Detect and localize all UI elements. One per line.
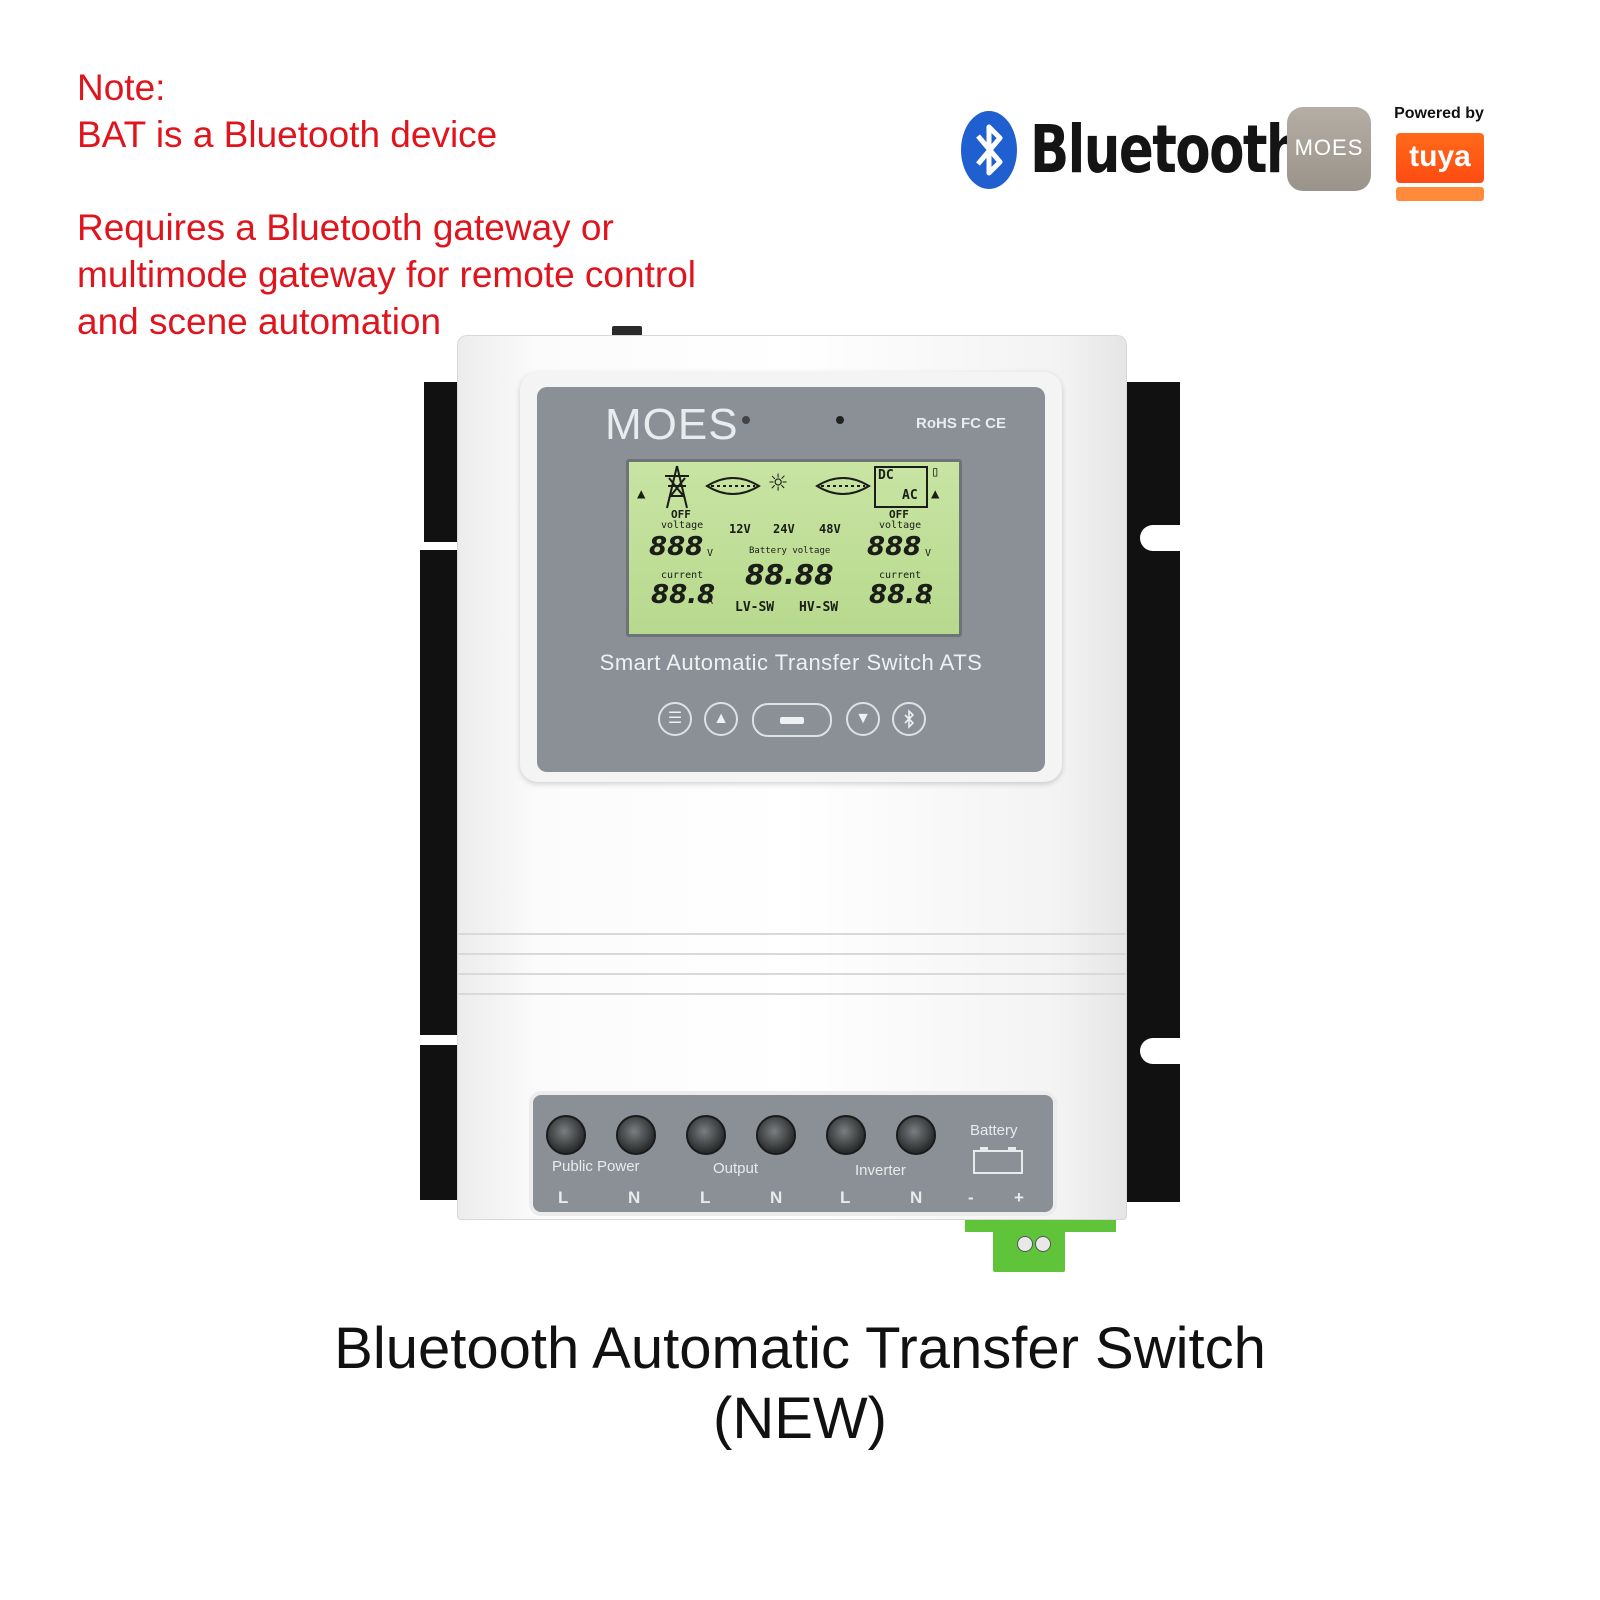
pin-label: N bbox=[770, 1188, 783, 1207]
indicator-led bbox=[742, 416, 750, 424]
lcd-left-amp-unit: A bbox=[707, 596, 714, 607]
warning-right-icon: ▲ bbox=[931, 486, 940, 502]
note-line-bluetooth-device: BAT is a Bluetooth device bbox=[77, 114, 498, 155]
lcd-left-volt-unit: V bbox=[707, 548, 714, 559]
enter-button[interactable] bbox=[752, 703, 832, 737]
dc-ac-box: DC AC bbox=[874, 466, 928, 508]
lcd-right-current-value: 88.8 bbox=[869, 580, 934, 610]
lcd-left-voltage-value: 888 bbox=[649, 532, 704, 562]
case-grooves bbox=[457, 915, 1127, 1005]
lcd-left-status: OFF bbox=[671, 508, 691, 521]
screw-public-n bbox=[616, 1115, 656, 1155]
lcd-left-current-value: 88.8 bbox=[651, 580, 716, 610]
product-caption-line2: (NEW) bbox=[713, 1386, 887, 1451]
note-line-automation: and scene automation bbox=[77, 301, 442, 342]
right-mounting-rail bbox=[1122, 382, 1180, 1202]
power-tower-icon bbox=[665, 465, 689, 509]
terminal-block bbox=[533, 1095, 1053, 1212]
lcd-battery-voltage-value: 88.88 bbox=[745, 558, 834, 591]
tuya-logo: tuya bbox=[1396, 133, 1484, 183]
screw-output-l bbox=[686, 1115, 726, 1155]
moes-app-icon: MOES bbox=[1287, 107, 1371, 191]
rail-slot-upper bbox=[1140, 525, 1180, 551]
lcd-12v: 12V bbox=[729, 522, 751, 536]
triangle-down-icon: ▼ bbox=[855, 710, 871, 727]
lcd-ac-label: AC bbox=[902, 488, 918, 503]
lcd-right-voltage-label: voltage bbox=[879, 520, 922, 531]
flow-arrow-right-icon bbox=[815, 477, 871, 495]
left-mounting-rail-middle bbox=[420, 550, 462, 1035]
bluetooth-icon bbox=[961, 111, 1017, 189]
tuya-logo-bar bbox=[1396, 187, 1484, 201]
lcd-battery-volt-unit: V bbox=[825, 576, 832, 587]
lcd-hv-sw: HV-SW bbox=[799, 600, 839, 615]
certification-marks: RoHS FC CE bbox=[916, 415, 1006, 432]
bulb-icon: ☼ bbox=[769, 466, 788, 501]
menu-icon: ☰ bbox=[667, 710, 683, 727]
note-line-gateway: Requires a Bluetooth gateway or bbox=[77, 207, 614, 248]
lcd-dc-label: DC bbox=[878, 468, 894, 483]
warning-left-icon: ▲ bbox=[637, 486, 646, 502]
note-heading: Note: bbox=[77, 67, 166, 108]
bluetooth-wordmark: Bluetooth bbox=[1030, 111, 1303, 188]
terminal-label-battery: Battery bbox=[970, 1122, 1018, 1139]
terminal-label-inverter: Inverter bbox=[855, 1162, 906, 1179]
lcd-24v: 24V bbox=[773, 522, 795, 536]
pin-label: + bbox=[1014, 1188, 1024, 1207]
pin-label: N bbox=[628, 1188, 641, 1207]
connector-screw-right bbox=[1035, 1236, 1051, 1252]
sensor-hole bbox=[836, 416, 844, 424]
lcd-battery-voltage-label: Battery voltage bbox=[749, 546, 831, 556]
up-button[interactable]: ▲ bbox=[704, 702, 738, 736]
pin-label: N bbox=[910, 1188, 923, 1207]
terminal-label-public-power: Public Power bbox=[552, 1158, 640, 1175]
pin-label: - bbox=[968, 1188, 974, 1207]
pin-label: L bbox=[700, 1188, 711, 1207]
terminal-label-output: Output bbox=[713, 1160, 759, 1177]
device-title: Smart Automatic Transfer Switch ATS bbox=[599, 650, 983, 675]
battery-icon bbox=[973, 1147, 1023, 1174]
bluetooth-button[interactable] bbox=[892, 702, 926, 736]
powered-by-label: Powered by bbox=[1394, 105, 1484, 122]
lcd-display: ▲ ☼ DC AC ▯ ▲ OFF OFF voltage voltage 12… bbox=[626, 459, 962, 637]
minus-icon bbox=[780, 717, 804, 724]
bluetooth-small-icon bbox=[904, 709, 915, 729]
pin-label: L bbox=[840, 1188, 851, 1207]
flow-arrow-left-icon bbox=[705, 477, 761, 495]
note-line-multimode: multimode gateway for remote control bbox=[77, 254, 696, 295]
down-button[interactable]: ▼ bbox=[846, 702, 880, 736]
lcd-left-voltage-label: voltage bbox=[661, 520, 704, 531]
lcd-right-volt-unit: V bbox=[925, 548, 932, 559]
screw-public-l bbox=[546, 1115, 586, 1155]
rail-slot-lower bbox=[1140, 1038, 1180, 1064]
lcd-right-current-label: current bbox=[879, 570, 922, 581]
lcd-48v: 48V bbox=[819, 522, 841, 536]
product-caption-line1: Bluetooth Automatic Transfer Switch bbox=[334, 1316, 1266, 1381]
pin-label: L bbox=[558, 1188, 569, 1207]
menu-button[interactable]: ☰ bbox=[658, 702, 692, 736]
note-text: Note: BAT is a Bluetooth device Requires… bbox=[77, 64, 696, 345]
lcd-lv-sw: LV-SW bbox=[735, 600, 775, 615]
left-mounting-rail-top bbox=[424, 382, 462, 542]
connector-screw-left bbox=[1017, 1236, 1033, 1252]
screw-inverter-n bbox=[896, 1115, 936, 1155]
triangle-up-icon: ▲ bbox=[713, 710, 729, 727]
screw-output-n bbox=[756, 1115, 796, 1155]
lcd-right-status: OFF bbox=[889, 508, 909, 521]
lcd-right-amp-unit: A bbox=[925, 596, 932, 607]
moes-app-label: MOES bbox=[1294, 135, 1364, 160]
left-mounting-rail-bottom bbox=[420, 1045, 462, 1200]
battery-level-icon: ▯ bbox=[931, 464, 940, 480]
screw-inverter-l bbox=[826, 1115, 866, 1155]
battery-connector-plug bbox=[993, 1228, 1065, 1272]
lcd-left-current-label: current bbox=[661, 570, 704, 581]
lcd-right-voltage-value: 888 bbox=[867, 532, 922, 562]
device-logo: MOES bbox=[605, 400, 739, 449]
